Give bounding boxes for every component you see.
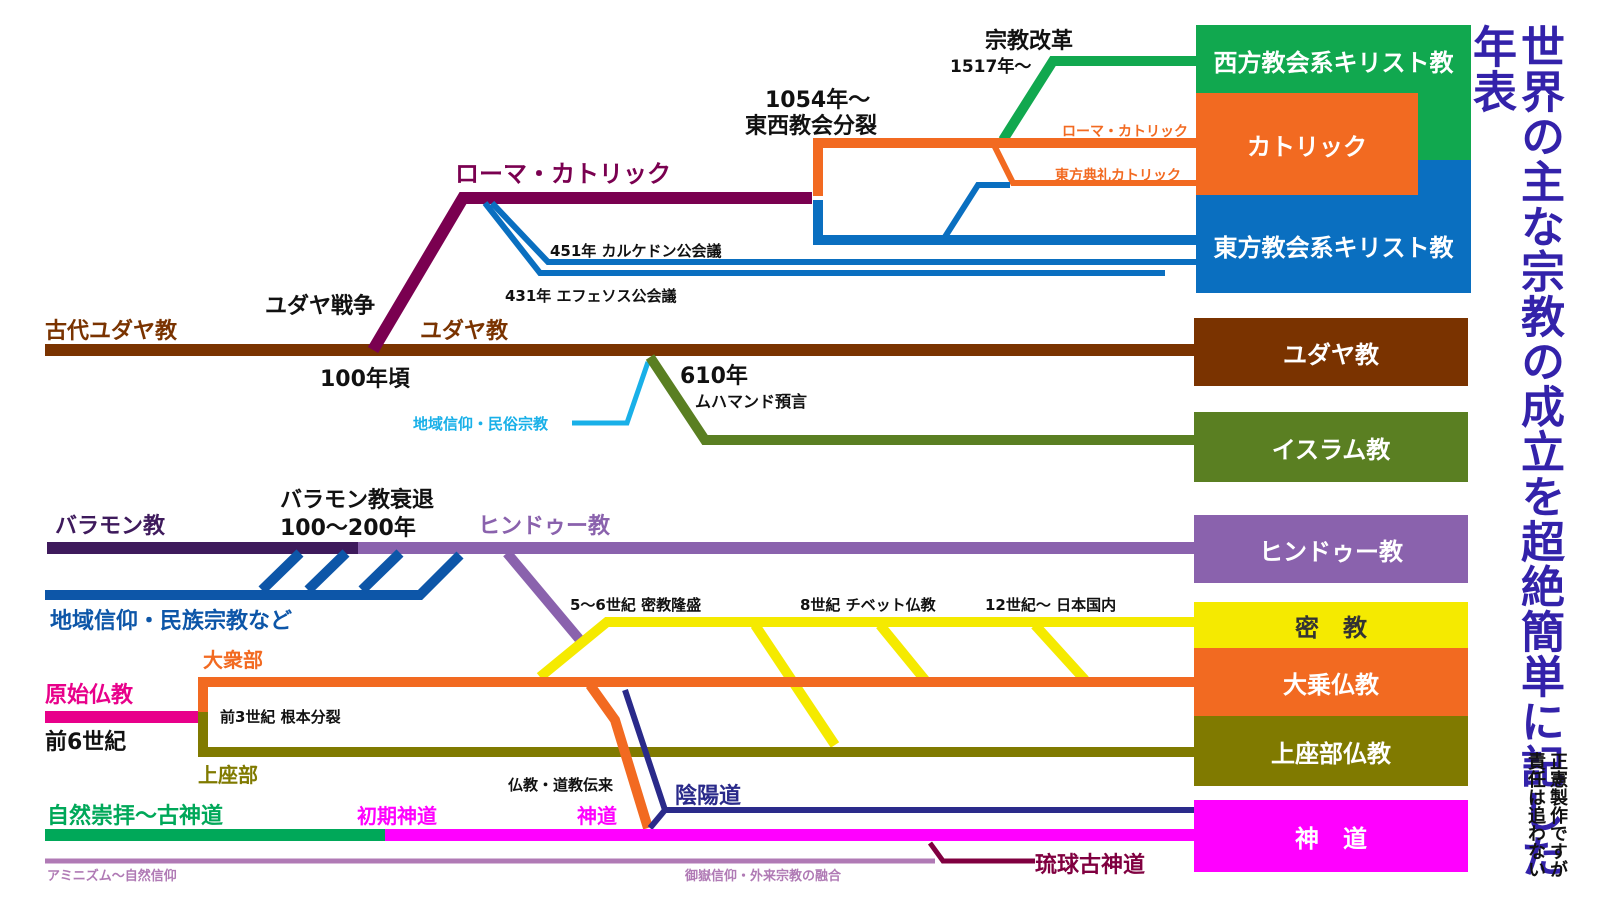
label-chalcedon: 451年 カルケドン公会議 bbox=[550, 242, 722, 260]
label-onmyodo: 陰陽道 bbox=[675, 783, 741, 809]
page-title: 世界の主な宗教の成立を超絶簡単に記した年表 bbox=[1465, 24, 1565, 880]
local-faiths-line bbox=[45, 551, 464, 600]
label-tibetan: 8世紀 チベット仏教 bbox=[800, 596, 937, 614]
ryukyu-line bbox=[927, 841, 1035, 864]
label-jewish-war: ユダヤ戦争 bbox=[265, 293, 375, 319]
box-mahayana: 大乗仏教 bbox=[1194, 648, 1468, 716]
merge-stroke-3 bbox=[358, 549, 404, 594]
label-reformation: 宗教改革 bbox=[985, 28, 1073, 54]
japan-link bbox=[1031, 621, 1089, 684]
credit-note: 正憲製作ですが 責任は追わない bbox=[1524, 752, 1568, 892]
label-japan: 12世紀～ 日本国内 bbox=[985, 596, 1116, 614]
label-judaism: ユダヤ教 bbox=[420, 318, 509, 344]
box-judaism: ユダヤ教 bbox=[1194, 318, 1468, 386]
eastern-rite-line bbox=[990, 141, 1200, 186]
label-brahmanism: バラモン教 bbox=[55, 513, 166, 539]
label-animism: アミニズム～自然信仰 bbox=[47, 868, 177, 884]
credit-line-2: 責任は追わない bbox=[1525, 752, 1546, 878]
label-eastern-rite: 東方典礼カトリック bbox=[1055, 167, 1181, 184]
box-esoteric: 密 教 bbox=[1194, 602, 1468, 648]
onmyodo-shinto-link bbox=[647, 808, 668, 830]
box-islam: イスラム教 bbox=[1194, 412, 1468, 482]
western-reform-line bbox=[998, 56, 1200, 143]
label-esoteric-rise: 5～6世紀 密教隆盛 bbox=[570, 596, 701, 614]
islam-line bbox=[645, 354, 1196, 445]
box-eastern-christianity: 東方教会系キリスト教 bbox=[1213, 233, 1454, 262]
label-folk-religion: 地域信仰・民俗宗教 bbox=[413, 415, 549, 433]
credit-line-1: 正憲製作ですが bbox=[1547, 752, 1568, 878]
catholic-line bbox=[813, 138, 1200, 196]
label-brahman-decline: バラモン教衰退 bbox=[280, 487, 434, 513]
mahayana-line bbox=[198, 677, 1196, 755]
folk-religion-line bbox=[572, 361, 651, 426]
label-year-100: 100年頃 bbox=[320, 366, 411, 392]
label-brahman-decline-years: 100～200年 bbox=[280, 515, 416, 541]
label-sthavira: 上座部 bbox=[198, 763, 258, 787]
christianity-line bbox=[367, 192, 812, 354]
label-ryukyu: 琉球古神道 bbox=[1035, 852, 1145, 878]
label-early-shinto: 初期神道 bbox=[357, 804, 437, 828]
label-roman-catholic-small: ローマ・カトリック bbox=[1062, 124, 1188, 140]
label-syncretism: 御嶽信仰・外来宗教の融合 bbox=[684, 868, 842, 884]
label-hinduism: ヒンドゥー教 bbox=[478, 513, 611, 539]
box-western-christianity: 西方教会系キリスト教 bbox=[1196, 25, 1471, 95]
label-schism: 東西教会分裂 bbox=[745, 113, 877, 139]
label-shinto: 神道 bbox=[577, 804, 617, 828]
label-roman-catholic: ローマ・カトリック bbox=[455, 160, 671, 188]
label-reformation-year: 1517年～ bbox=[950, 56, 1031, 77]
label-mahasanghika: 大衆部 bbox=[203, 648, 263, 672]
box-catholic: カトリック bbox=[1196, 93, 1418, 195]
tibetan-link-2 bbox=[876, 621, 929, 684]
label-sixth-century-bc: 前6世紀 bbox=[45, 729, 126, 755]
box-theravada: 上座部仏教 bbox=[1194, 716, 1468, 786]
hindu-esoteric-link bbox=[503, 549, 584, 644]
label-ephesus: 431年 エフェソス公会議 bbox=[505, 287, 677, 305]
eastern-rite-link bbox=[940, 182, 1010, 242]
box-hinduism: ヒンドゥー教 bbox=[1194, 515, 1468, 583]
merge-stroke-2 bbox=[304, 549, 350, 594]
merge-stroke-1 bbox=[258, 549, 304, 594]
buddhism-to-shinto bbox=[585, 682, 653, 830]
esoteric-line bbox=[536, 617, 1196, 681]
eastern-church-line bbox=[813, 200, 1200, 245]
label-nature-worship: 自然崇拝～古神道 bbox=[47, 803, 223, 829]
label-ancient-judaism: 古代ユダヤ教 bbox=[45, 318, 178, 344]
label-schism-3bc: 前3世紀 根本分裂 bbox=[220, 708, 341, 726]
ephesus-line bbox=[482, 201, 1165, 276]
label-schism-year: 1054年～ bbox=[765, 87, 870, 113]
label-early-buddhism: 原始仏教 bbox=[45, 682, 134, 708]
label-transmission: 仏教・道教伝来 bbox=[508, 776, 614, 794]
label-muhammad: ムハマンド預言 bbox=[695, 392, 807, 411]
label-year-610: 610年 bbox=[680, 363, 748, 389]
chalcedon-line bbox=[489, 200, 1200, 265]
theravada-line bbox=[198, 712, 1196, 757]
label-local-faiths: 地域信仰・民族宗教など bbox=[50, 608, 292, 634]
box-shinto: 神 道 bbox=[1194, 800, 1468, 872]
